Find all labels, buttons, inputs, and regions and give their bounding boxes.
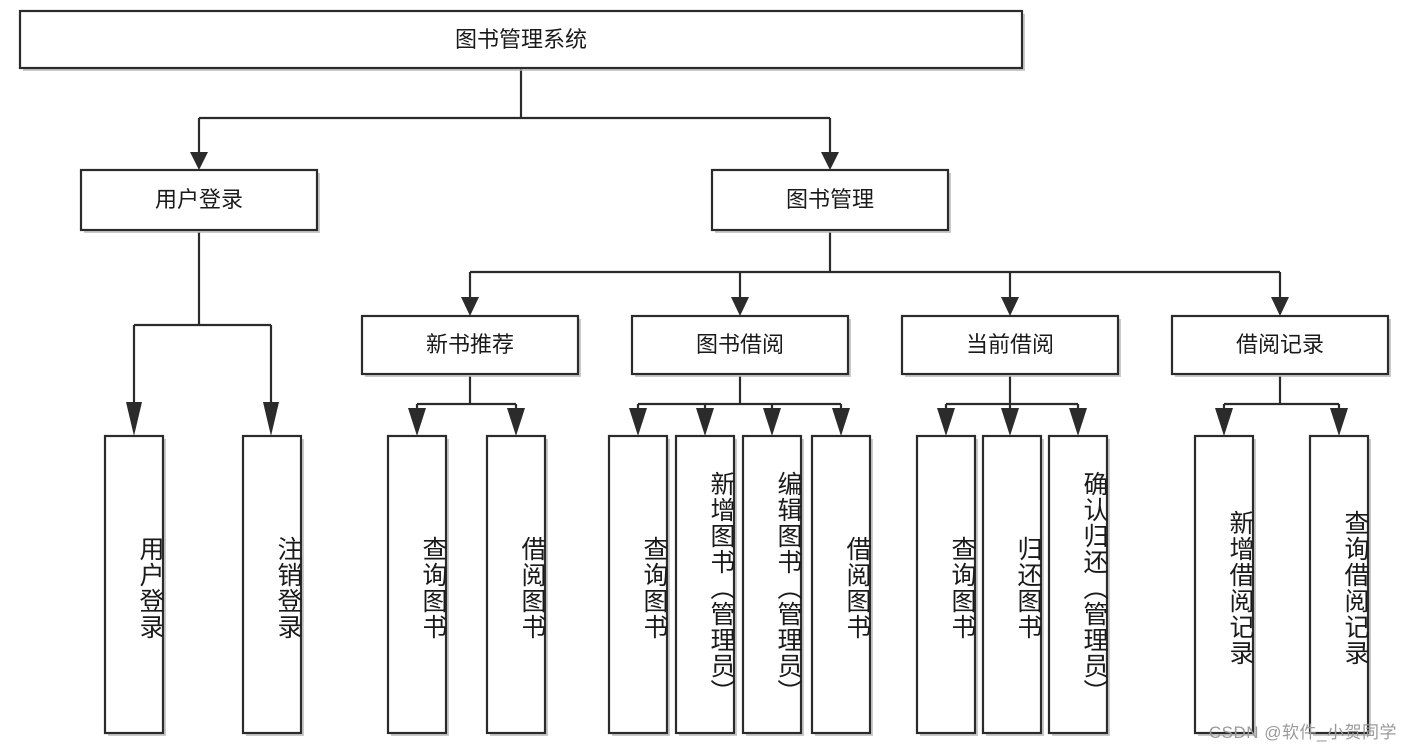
node-leaf-borrowrecord-query[interactable] — [1308, 434, 1371, 736]
arrow-leaf-borrowrecord-2 — [1330, 408, 1348, 436]
leaf-currentborrow-query-box — [915, 434, 977, 735]
arrow-to-current-borrow — [1001, 297, 1019, 316]
arrow-leaf-user-login-1 — [126, 402, 142, 436]
node-leaf-bookborrow-borrow[interactable] — [810, 434, 873, 736]
arrow-leaf-bookborrow-2 — [696, 408, 714, 436]
arrow-leaf-newbook-1 — [408, 408, 426, 436]
arrow-leaf-borrowrecord-1 — [1215, 408, 1233, 436]
node-current-borrow[interactable]: 当前借阅 — [900, 314, 1121, 377]
arrow-to-borrow-record — [1271, 297, 1289, 316]
arrow-leaf-user-login-2 — [263, 402, 279, 436]
leaf-bookborrow-query-box — [607, 434, 669, 735]
arrow-leaf-bookborrow-4 — [832, 408, 850, 436]
arrow-leaf-bookborrow-1 — [629, 408, 647, 436]
book-borrow-box — [630, 314, 850, 376]
node-user-login[interactable]: 用户登录 — [79, 168, 320, 233]
book-borrow-label: 图书借阅 — [696, 332, 784, 357]
book-management-label: 图书管理 — [786, 187, 874, 212]
node-book-management[interactable]: 图书管理 — [710, 168, 951, 233]
node-leaf-bookborrow-edit[interactable] — [741, 434, 804, 736]
leaf-newbook-borrow-box — [485, 434, 547, 735]
leaf-bookborrow-add-box — [674, 434, 736, 735]
node-root[interactable]: 图书管理系统 — [18, 9, 1025, 71]
node-leaf-currentborrow-query[interactable] — [915, 434, 978, 736]
arrow-leaf-currentborrow-2 — [1001, 408, 1019, 436]
node-leaf-currentborrow-return[interactable] — [981, 434, 1044, 736]
nodes-layer: 图书管理系统 用户登录 图书管理 新书推荐 — [18, 9, 1391, 736]
leaf-user-login-box — [103, 434, 165, 735]
user-login-box — [79, 168, 319, 232]
new-book-recommend-label: 新书推荐 — [426, 332, 514, 357]
leaf-currentborrow-confirm-box — [1047, 434, 1109, 735]
leaf-newbook-query-box — [386, 434, 448, 735]
user-login-label: 用户登录 — [155, 187, 243, 212]
arrow-to-book-borrow — [731, 297, 749, 316]
node-leaf-user-login[interactable] — [103, 434, 166, 736]
node-book-borrow[interactable]: 图书借阅 — [630, 314, 851, 377]
connectors-layer — [126, 68, 1348, 436]
arrow-leaf-bookborrow-3 — [763, 408, 781, 436]
book-management-box — [710, 168, 950, 232]
watermark: CSDN @软件_小贺同学 — [1208, 723, 1397, 742]
leaf-currentborrow-return-box — [981, 434, 1043, 735]
new-book-recommend-box — [360, 314, 580, 376]
arrow-to-user-login — [190, 152, 208, 170]
node-leaf-currentborrow-confirm[interactable] — [1047, 434, 1110, 736]
leaf-bookborrow-borrow-box — [810, 434, 872, 735]
root-label: 图书管理系统 — [455, 27, 587, 52]
node-leaf-newbook-query[interactable] — [386, 434, 449, 736]
node-leaf-bookborrow-add[interactable] — [674, 434, 737, 736]
node-leaf-logout[interactable] — [241, 434, 304, 736]
arrow-leaf-currentborrow-3 — [1069, 408, 1087, 436]
current-borrow-label: 当前借阅 — [966, 332, 1054, 357]
current-borrow-box — [900, 314, 1120, 376]
leaf-logout-box — [241, 434, 303, 735]
borrow-record-box — [1170, 314, 1390, 376]
node-new-book-recommend[interactable]: 新书推荐 — [360, 314, 581, 377]
node-borrow-record[interactable]: 借阅记录 — [1170, 314, 1391, 377]
leaf-borrowrecord-query-box — [1308, 434, 1370, 735]
leaf-bookborrow-edit-box — [741, 434, 803, 735]
node-leaf-bookborrow-query[interactable] — [607, 434, 670, 736]
leaf-boxes-layer — [103, 434, 1371, 736]
arrow-to-book-mgmt — [821, 152, 839, 170]
arrow-to-new-book — [461, 297, 479, 316]
arrow-leaf-currentborrow-1 — [937, 408, 955, 436]
root-box — [18, 9, 1024, 70]
node-leaf-newbook-borrow[interactable] — [485, 434, 548, 736]
node-leaf-borrowrecord-add[interactable] — [1193, 434, 1256, 736]
leaf-borrowrecord-add-box — [1193, 434, 1255, 735]
arrow-leaf-newbook-2 — [507, 408, 525, 436]
borrow-record-label: 借阅记录 — [1236, 332, 1324, 357]
